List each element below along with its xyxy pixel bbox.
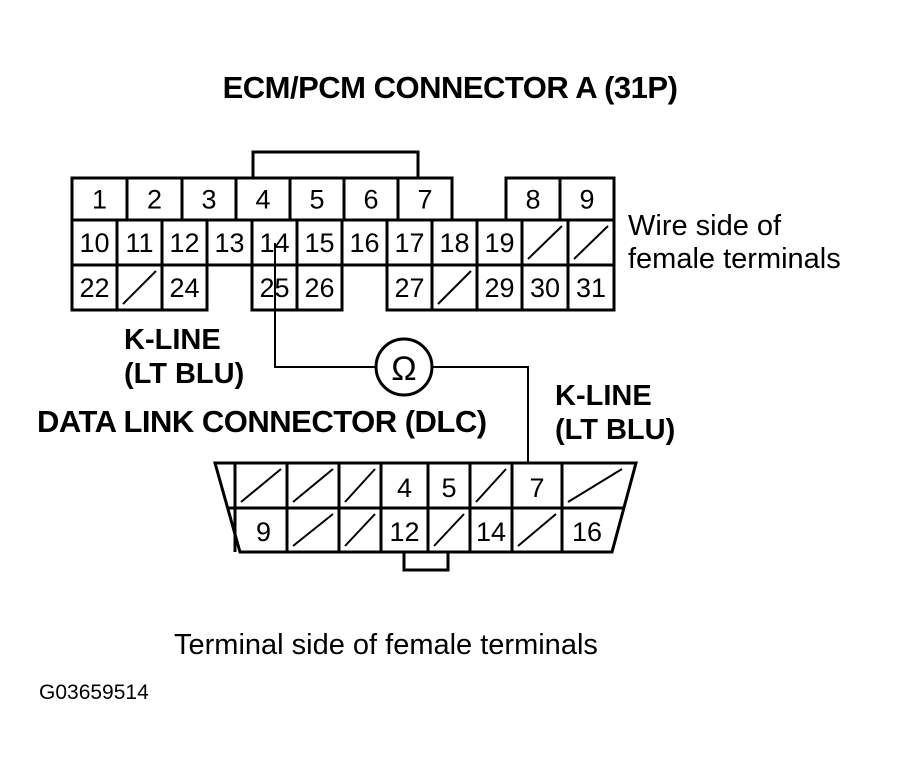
ecm-pin-3-label: 3 <box>201 185 216 215</box>
ecm-pin-7-label: 7 <box>417 185 432 215</box>
k-line-left-color: (LT BLU) <box>124 358 245 390</box>
dlc-blank-top-0 <box>240 468 282 503</box>
k-line-wire-dlc <box>432 366 529 474</box>
ecm-pin-27-label: 27 <box>394 273 424 303</box>
ecm-pin-24 <box>160 263 209 312</box>
wire-side-label-line2: female terminals <box>628 243 841 275</box>
ecm-pin-10-label: 10 <box>79 228 109 258</box>
ecm-pin-24-label: 24 <box>169 273 199 303</box>
dlc-blank-bottom-1 <box>292 513 334 547</box>
ohm-symbol: Ω <box>391 350 416 388</box>
ecm-pin-26 <box>295 263 344 312</box>
dlc-blank-top-1 <box>292 468 334 503</box>
dlc-blank-bottom-4 <box>433 513 465 547</box>
ecm-pin-1-label: 1 <box>92 185 107 215</box>
dlc-title: DATA LINK CONNECTOR (DLC) <box>37 404 487 439</box>
dlc-key <box>402 552 450 572</box>
dlc-pin-16: 16 <box>572 517 602 547</box>
dlc-pin-5: 5 <box>441 473 456 503</box>
ecm-pin-5-label: 5 <box>309 185 324 215</box>
ecm-pin-9-label: 9 <box>579 185 594 215</box>
terminal-side-caption: Terminal side of female terminals <box>174 629 598 661</box>
dlc-pin-9: 9 <box>256 517 271 547</box>
dlc-blank-top-2 <box>344 468 376 503</box>
dlc-pin-7: 7 <box>529 473 544 503</box>
dlc-blank-top-7 <box>567 468 623 503</box>
k-line-right-label: K-LINE <box>555 380 652 412</box>
k-line-right-color: (LT BLU) <box>555 414 676 446</box>
wire-side-label-line1: Wire side of <box>628 210 782 242</box>
ecm-connector-title: ECM/PCM CONNECTOR A (31P) <box>222 70 678 105</box>
ohmmeter-icon <box>374 337 434 397</box>
ecm-pin-19-label: 19 <box>484 228 514 258</box>
ecm-pin-blank-r2-11-blank-slash <box>573 225 609 260</box>
ecm-pin-17-label: 17 <box>394 228 424 258</box>
ecm-pin-12-label: 12 <box>169 228 199 258</box>
ecm-pin-2-label: 2 <box>147 185 162 215</box>
ecm-pin-29-label: 29 <box>484 273 514 303</box>
ecm-connector-key <box>251 150 420 178</box>
ecm-pin-6-label: 6 <box>363 185 378 215</box>
k-line-wire-ecm <box>274 243 376 368</box>
ecm-pin-blank-r2-10-blank-slash <box>527 225 563 260</box>
ecm-pin-blank-23-blank-slash <box>122 270 157 305</box>
dlc-pin-12: 12 <box>389 517 419 547</box>
ecm-pin-18-label: 18 <box>439 228 469 258</box>
dlc-blank-top-5 <box>475 468 507 503</box>
ecm-pin-30-label: 30 <box>530 273 560 303</box>
dlc-blank-bottom-2 <box>344 513 376 547</box>
ecm-pin-15-label: 15 <box>304 228 334 258</box>
ecm-pin-13-label: 13 <box>214 228 244 258</box>
ecm-pin-22-label: 22 <box>79 273 109 303</box>
figure-code: G03659514 <box>39 681 149 704</box>
ecm-pin-26-label: 26 <box>304 273 334 303</box>
dlc-pin-14: 14 <box>476 517 506 547</box>
ecm-pin-11-label: 11 <box>125 228 153 258</box>
dlc-pin-4: 4 <box>397 473 412 503</box>
ecm-pin-31 <box>566 263 616 312</box>
ecm-pin-31-label: 31 <box>576 273 606 303</box>
ecm-pin-8-label: 8 <box>525 185 540 215</box>
ecm-pin-16-label: 16 <box>349 228 379 258</box>
ecm-pin-4-label: 4 <box>255 185 270 215</box>
k-line-left-label: K-LINE <box>124 324 221 356</box>
ecm-pin-blank-28-blank-slash <box>437 270 472 305</box>
dlc-blank-bottom-6 <box>517 513 557 547</box>
